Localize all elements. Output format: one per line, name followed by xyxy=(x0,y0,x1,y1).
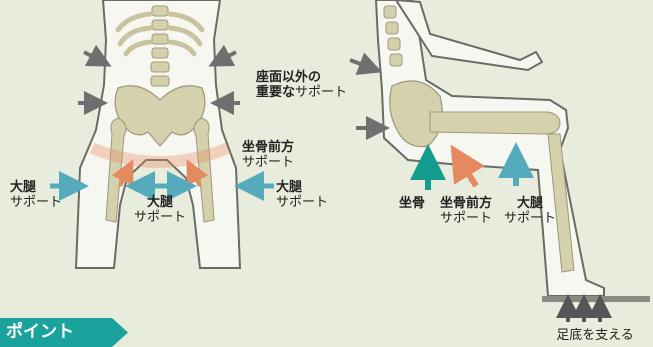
important-support-label: 座面以外の 重要なサポート xyxy=(256,70,347,100)
side-thigh-label: 大腿 サポート xyxy=(500,196,560,226)
gray-arrow-icon xyxy=(84,52,101,61)
important-support-line2: 重要なサポート xyxy=(256,85,347,100)
thigh-right-label: 大腿 サポート xyxy=(276,180,328,210)
sole-support-text: 足底を支える xyxy=(540,328,650,343)
important-support-line2b: サポート xyxy=(295,85,347,100)
thigh-center-label: 大腿 サポート xyxy=(130,195,190,225)
front-ischium-label: 坐骨前方 サポート xyxy=(242,140,294,170)
side-thigh-title: 大腿 xyxy=(500,196,560,211)
thigh-left-sub: サポート xyxy=(10,195,62,210)
floor-plate xyxy=(542,296,650,302)
front-view-figure xyxy=(76,0,240,268)
thigh-center-title: 大腿 xyxy=(130,195,190,210)
sole-support-label: 足底を支える xyxy=(540,328,650,343)
front-ischium-sub: サポート xyxy=(242,155,294,170)
side-front-ischium-label: 坐骨前方 サポート xyxy=(436,196,496,226)
thigh-right-title: 大腿 xyxy=(276,180,328,195)
thigh-center-sub: サポート xyxy=(130,210,190,225)
thigh-left-title: 大腿 xyxy=(10,180,62,195)
side-gray-arrows xyxy=(350,60,378,128)
side-view-figure xyxy=(376,0,650,302)
front-ischium-title: 坐骨前方 xyxy=(242,140,294,155)
thigh-left-label: 大腿 サポート xyxy=(10,180,62,210)
side-thigh-sub: サポート xyxy=(500,211,560,226)
thigh-right-sub: サポート xyxy=(276,195,328,210)
gray-arrow-icon xyxy=(350,60,371,68)
side-femur xyxy=(430,112,560,134)
gray-arrow-icon xyxy=(219,52,236,61)
ischium-title: 坐骨 xyxy=(396,196,428,211)
important-support-line1: 座面以外の xyxy=(256,70,347,85)
side-front-ischium-sub: サポート xyxy=(436,211,496,226)
ischium-label: 坐骨 xyxy=(396,196,428,211)
important-support-line2a: 重要な xyxy=(256,85,295,100)
sole-arrows xyxy=(568,306,600,322)
side-front-ischium-title: 坐骨前方 xyxy=(436,196,496,211)
point-tag: ポイント xyxy=(0,318,128,347)
